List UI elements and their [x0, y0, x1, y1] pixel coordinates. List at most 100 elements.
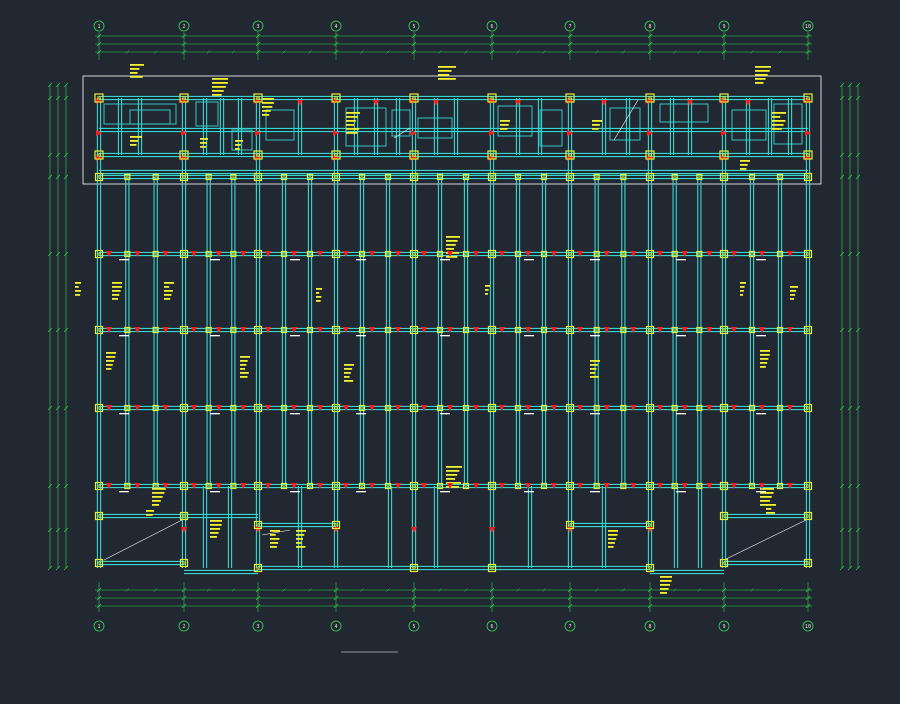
column-core [438, 406, 442, 410]
dimension-tick [778, 588, 782, 592]
column [179, 150, 189, 160]
column-core [542, 252, 546, 256]
column [593, 482, 600, 490]
dimension-tick [855, 405, 861, 411]
column [331, 150, 341, 160]
column-core [207, 328, 210, 332]
rebar-marker [291, 251, 297, 257]
column-core [232, 252, 235, 256]
column-core [97, 252, 101, 256]
rebar-marker [317, 483, 323, 489]
axis-bubble-label: 2 [182, 24, 185, 30]
wing-room-outline [231, 129, 253, 151]
column-core [256, 523, 260, 527]
annotation-text-line [262, 106, 273, 108]
dimension-tick [621, 50, 626, 54]
column [540, 404, 548, 412]
column [565, 325, 575, 335]
beam-annotation [344, 364, 354, 382]
annotation-text-line [212, 78, 228, 80]
column-core [412, 175, 416, 179]
dimension-tick [47, 95, 53, 101]
annotation-text-line [130, 144, 137, 146]
rebar-marker [447, 327, 453, 333]
rebar-marker [191, 405, 197, 411]
column-core [622, 252, 625, 256]
rebar-marker [630, 327, 637, 333]
dimension-tick [855, 82, 861, 88]
column-core [542, 484, 546, 488]
rebar-markers-layer [96, 98, 811, 533]
annotation-text-line [592, 128, 599, 130]
beam-label [210, 259, 220, 261]
annotation-text-line [210, 532, 219, 534]
dimension-tick [63, 483, 69, 489]
annotation-text-line [446, 470, 460, 472]
dimension-tick [55, 483, 61, 489]
column [514, 404, 522, 412]
rebar-marker [551, 327, 557, 333]
rebar-marker [759, 483, 765, 489]
annotation-text-line [446, 474, 458, 476]
columns-layer [94, 93, 813, 573]
axis-bubble-label: 1 [97, 624, 100, 630]
dimension-tick [47, 174, 53, 180]
column-core [595, 406, 598, 410]
column [124, 482, 131, 490]
annotation-text-line [164, 298, 171, 300]
column [358, 482, 366, 490]
annotation-text-line [210, 520, 222, 522]
column [331, 481, 341, 491]
column-core [595, 484, 598, 488]
column [803, 325, 813, 335]
column-core [256, 96, 260, 100]
column [487, 150, 497, 160]
column [253, 172, 263, 182]
annotation-text-line [446, 240, 458, 242]
axis-bubble: 3 [252, 20, 264, 32]
annotation-text-line [212, 90, 224, 92]
rebar-marker [162, 483, 169, 489]
column-core [464, 406, 468, 410]
annotation-text-line [608, 538, 617, 540]
dimension-tick [672, 588, 677, 592]
column [253, 563, 263, 573]
column-core [595, 175, 598, 179]
column-core [722, 514, 726, 518]
annotation-text-line [755, 74, 768, 76]
beam-label [676, 335, 686, 337]
beam-label [756, 335, 766, 337]
column [593, 326, 600, 334]
beam-annotation [500, 120, 510, 130]
annotation-text-line [500, 120, 510, 122]
column [384, 173, 392, 181]
axis-bubble: 8 [644, 620, 656, 632]
axis-bubble-label: 7 [568, 24, 571, 30]
annotation-text-line [146, 514, 153, 516]
column-core [360, 175, 364, 179]
column [671, 404, 678, 412]
column-core [568, 523, 572, 527]
rebar-marker [317, 405, 323, 411]
rebar-marker [255, 130, 261, 136]
dimension-tick [63, 405, 69, 411]
dimension-tick [847, 327, 853, 333]
rebar-marker [630, 405, 637, 411]
column-core [256, 406, 260, 410]
annotation-text-line [346, 116, 358, 118]
column-core [97, 406, 101, 410]
column [462, 482, 470, 490]
dimension-tick [839, 565, 845, 571]
dimension-tick [594, 50, 599, 54]
beam-label [440, 491, 450, 493]
column [719, 93, 729, 103]
annotation-text-line [344, 380, 354, 382]
column [748, 482, 756, 490]
beam-label [119, 335, 129, 337]
column-core [256, 484, 260, 488]
column [671, 173, 678, 181]
annotation-text-line [75, 286, 79, 288]
column-core [806, 561, 810, 565]
